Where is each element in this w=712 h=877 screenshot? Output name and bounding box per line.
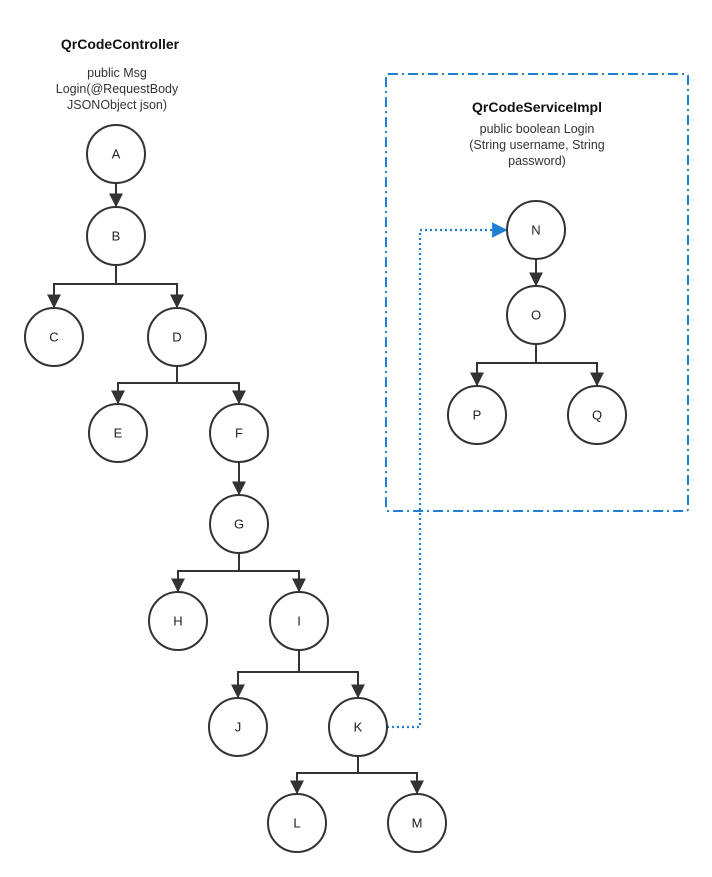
node-circle	[447, 385, 507, 445]
node-k: K	[328, 697, 388, 757]
node-label: K	[354, 720, 363, 735]
node-label: H	[173, 614, 182, 629]
service-container	[385, 73, 689, 512]
edge-o-q	[535, 344, 604, 387]
node-m: M	[387, 793, 447, 853]
node-circle	[506, 200, 566, 260]
edge-g-i	[238, 553, 306, 593]
node-circle	[86, 206, 146, 266]
node-circle	[147, 307, 207, 367]
node-circle	[209, 494, 269, 554]
service-signature-line-2: (String username, String	[469, 138, 605, 152]
controller-signature-line-2: Login(@RequestBody	[56, 82, 179, 96]
node-label: B	[112, 229, 121, 244]
node-circle	[24, 307, 84, 367]
node-l: L	[267, 793, 327, 853]
node-i: I	[269, 591, 329, 651]
edge-b-d	[115, 265, 184, 309]
node-h: H	[148, 591, 208, 651]
node-q: Q	[567, 385, 627, 445]
node-j: J	[208, 697, 268, 757]
node-label: F	[235, 426, 243, 441]
node-a: A	[86, 124, 146, 184]
node-label: Q	[592, 408, 602, 423]
edge-d-f	[176, 366, 246, 405]
edge-b-c	[47, 265, 117, 309]
node-circle	[567, 385, 627, 445]
node-d: D	[147, 307, 207, 367]
node-circle	[328, 697, 388, 757]
controller-signature-line-1: public Msg	[87, 66, 147, 80]
controller-signature-line-3: JSONObject json)	[67, 98, 167, 112]
node-label: P	[473, 408, 482, 423]
edge-k-l	[290, 756, 359, 795]
edge-d-e	[111, 366, 178, 405]
node-circle	[148, 591, 208, 651]
node-n: N	[506, 200, 566, 260]
node-c: C	[24, 307, 84, 367]
edges-layer	[47, 183, 604, 795]
node-label: A	[112, 147, 121, 162]
node-circle	[387, 793, 447, 853]
cross-link-k-n	[387, 222, 508, 729]
node-label: G	[234, 517, 244, 532]
node-circle	[88, 403, 148, 463]
service-signature-line-1: public boolean Login	[480, 122, 595, 136]
edge-k-m	[357, 756, 424, 795]
node-label: C	[49, 330, 58, 345]
node-label: O	[531, 308, 541, 323]
node-label: L	[293, 816, 300, 831]
node-circle	[267, 793, 327, 853]
edge-o-p	[470, 344, 537, 387]
node-circle	[208, 697, 268, 757]
node-label: M	[412, 816, 423, 831]
node-circle	[86, 124, 146, 184]
service-signature-line-3: password)	[508, 154, 566, 168]
node-label: I	[297, 614, 301, 629]
node-g: G	[209, 494, 269, 554]
node-label: J	[235, 720, 242, 735]
node-e: E	[88, 403, 148, 463]
edge-g-h	[171, 553, 240, 593]
node-circle	[209, 403, 269, 463]
service-title: QrCodeServiceImpl	[472, 99, 602, 115]
node-label: E	[114, 426, 123, 441]
node-p: P	[447, 385, 507, 445]
node-b: B	[86, 206, 146, 266]
node-circle	[506, 285, 566, 345]
node-circle	[269, 591, 329, 651]
controller-title: QrCodeController	[61, 36, 180, 52]
nodes-layer: A B C D E F G H I J K L M N O P Q	[24, 124, 627, 853]
node-f: F	[209, 403, 269, 463]
node-o: O	[506, 285, 566, 345]
edge-i-k	[298, 650, 365, 699]
edge-i-j	[231, 650, 300, 699]
node-label: D	[172, 330, 181, 345]
node-label: N	[531, 223, 540, 238]
